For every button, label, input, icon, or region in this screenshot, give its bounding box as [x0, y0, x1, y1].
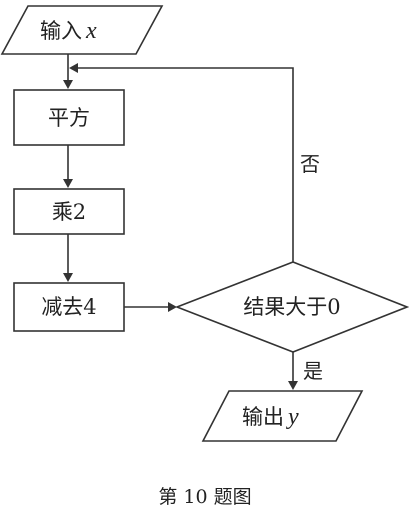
output-node: 输出 y — [201, 390, 364, 442]
condition-node: 结果大于0 — [174, 261, 409, 353]
connector-square-to-times2 — [63, 145, 73, 188]
connector-loop-no — [69, 63, 294, 262]
step-minus4-node: 减去4 — [13, 282, 125, 332]
input-node: 输入 x — [0, 5, 164, 55]
input-variable: x — [85, 18, 97, 44]
step-times2-node: 乘2 — [13, 188, 125, 235]
step-square-label: 平方 — [48, 106, 90, 130]
branch-no-label: 否 — [300, 152, 320, 176]
input-label: 输入 — [40, 19, 82, 43]
connector-minus4-to-condition — [124, 302, 177, 312]
output-variable: y — [286, 404, 299, 430]
output-label: 输出 — [242, 405, 284, 429]
figure-caption: 第 10 题图 — [158, 486, 251, 508]
branch-yes-label: 是 — [303, 359, 323, 383]
condition-label: 结果大于0 — [243, 295, 340, 319]
connector-condition-to-output — [288, 352, 298, 390]
step-square-node: 平方 — [13, 89, 125, 146]
step-times2-label: 乘2 — [52, 200, 86, 224]
connector-times2-to-minus4 — [63, 234, 73, 282]
connector-input-to-square — [63, 54, 73, 89]
step-minus4-label: 减去4 — [41, 295, 96, 319]
